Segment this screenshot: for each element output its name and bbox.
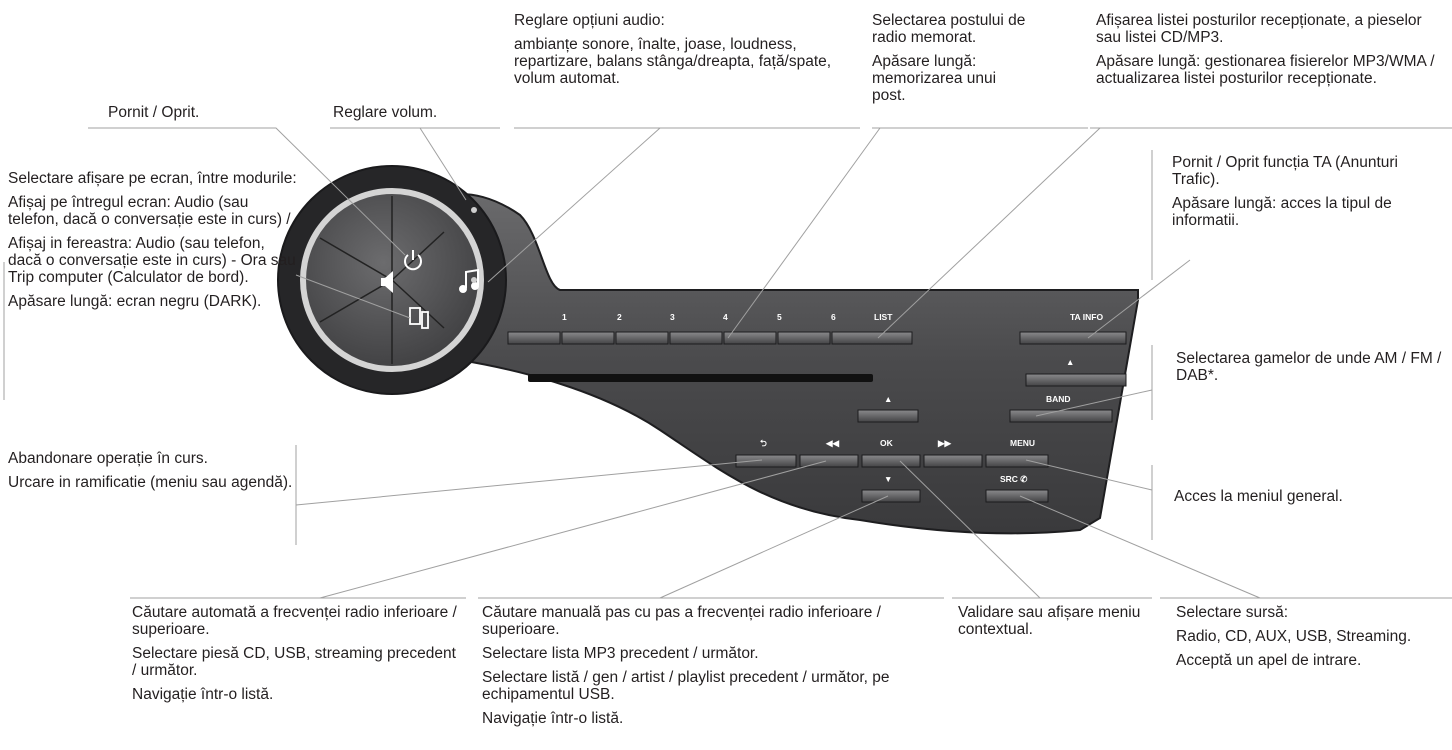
callout-presets: Selectarea postului de radio memorat. Ap…: [872, 12, 1032, 104]
callout-display: Selectare afișare pe ecran, între moduri…: [8, 170, 298, 310]
next-button: [923, 454, 983, 468]
back-button: [735, 454, 797, 468]
preset-row: [507, 331, 1127, 345]
callout-display-window: Afișaj in fereastra: Audio (sau telefon,…: [8, 235, 296, 286]
callout-display-title: Selectare afișare pe ecran, între moduri…: [8, 170, 297, 187]
callout-audio-title: Reglare opțiuni audio:: [514, 12, 665, 29]
preset-button-3: [615, 331, 669, 345]
down-label: ▼: [884, 474, 892, 484]
callout-manual: Căutare manuală pas cu pas a frecvenței …: [482, 604, 938, 727]
ok-button: [861, 454, 921, 468]
src-label: SRC ✆: [1000, 474, 1028, 484]
callout-source-call: Acceptă un apel de intrare.: [1176, 652, 1362, 669]
callout-seek: Căutare automată a frecvenței radio infe…: [132, 604, 462, 703]
callout-back-up: Urcare in ramificatie (meniu sau agendă)…: [8, 474, 293, 491]
preset-button-1: [507, 331, 561, 345]
preset-label-2: 2: [617, 312, 622, 322]
menu-label: MENU: [1010, 438, 1035, 448]
callout-menu-text: Acces la meniul general.: [1174, 488, 1343, 505]
callout-manual-usb: Selectare listă / gen / artist / playlis…: [482, 669, 890, 703]
cd-slot: [528, 374, 873, 382]
ta-info-label: TA INFO: [1070, 312, 1103, 322]
callout-ok: Validare sau afișare meniu contextual.: [958, 604, 1148, 638]
callout-band-text: Selectarea gamelor de unde AM / FM / DAB…: [1176, 350, 1442, 384]
callout-ta: Pornit / Oprit funcția TA (Anunturi Traf…: [1172, 154, 1448, 229]
callout-back-text: Abandonare operație în curs.: [8, 450, 208, 467]
music-note-icon: [459, 268, 479, 293]
callout-list-long: Apăsare lungă: gestionarea fisierelor MP…: [1096, 53, 1435, 87]
next-label: ▶▶: [937, 438, 953, 448]
band-label: BAND: [1046, 394, 1071, 404]
speaker-mute-icon: [381, 271, 393, 293]
prev-label: ◀◀: [825, 438, 841, 448]
up-button: [857, 409, 919, 423]
callout-manual-text: Căutare manuală pas cu pas a frecvenței …: [482, 604, 881, 638]
callout-back: Abandonare operație în curs. Urcare in r…: [8, 450, 293, 491]
callout-manual-mp3: Selectare lista MP3 precedent / următor.: [482, 645, 759, 662]
callout-source-list: Radio, CD, AUX, USB, Streaming.: [1176, 628, 1412, 645]
preset-label-1: 1: [562, 312, 567, 322]
preset-label-3: 3: [670, 312, 675, 322]
callout-audio-text: ambianțe sonore, înalte, joase, loudness…: [514, 36, 832, 87]
preset-button-6: [777, 331, 831, 345]
preset-label-5: 5: [777, 312, 782, 322]
display-mode-icon: [409, 307, 429, 329]
callout-display-full: Afișaj pe întregul ecran: Audio (sau tel…: [8, 194, 291, 228]
callout-list: Afișarea listei posturilor recepționate,…: [1096, 12, 1448, 87]
callout-ta-text: Pornit / Oprit funcția TA (Anunturi Traf…: [1172, 154, 1398, 188]
callout-volume: Reglare volum.: [333, 104, 503, 121]
callout-ok-text: Validare sau afișare meniu contextual.: [958, 604, 1141, 638]
preset-label-4: 4: [723, 312, 728, 322]
callout-seek-nav: Navigație într-o listă.: [132, 686, 274, 703]
callout-power: Pornit / Oprit.: [108, 104, 278, 121]
back-label: ⮌: [760, 438, 767, 448]
preset-button-5: [723, 331, 777, 345]
preset-button-4: [669, 331, 723, 345]
callout-power-text: Pornit / Oprit.: [108, 104, 200, 121]
ta-info-button: [1019, 331, 1127, 345]
callout-source: Selectare sursă: Radio, CD, AUX, USB, St…: [1176, 604, 1448, 669]
callout-presets-text: Selectarea postului de radio memorat.: [872, 12, 1026, 46]
callout-presets-long: Apăsare lungă: memorizarea unui post.: [872, 53, 997, 104]
callout-seek-text: Căutare automată a frecvenței radio infe…: [132, 604, 457, 638]
ok-label: OK: [880, 438, 894, 448]
callout-display-long: Apăsare lungă: ecran negru (DARK).: [8, 293, 262, 310]
leader-lines: [3, 127, 1452, 599]
callout-list-text: Afișarea listei posturilor recepționate,…: [1096, 12, 1422, 46]
callout-seek-track: Selectare piesă CD, USB, streaming prece…: [132, 645, 456, 679]
callout-band: Selectarea gamelor de unde AM / FM / DAB…: [1176, 350, 1448, 384]
down-button: [861, 489, 921, 503]
callout-volume-text: Reglare volum.: [333, 104, 438, 121]
callout-ta-long: Apăsare lungă: acces la tipul de informa…: [1172, 195, 1392, 229]
menu-button: [985, 454, 1049, 468]
up-label: ▲: [884, 394, 892, 404]
callout-audio: Reglare opțiuni audio: ambianțe sonore, …: [514, 12, 854, 87]
callout-menu: Acces la meniul general.: [1174, 488, 1448, 505]
list-button: [831, 331, 913, 345]
band-button: [1009, 409, 1113, 423]
callout-manual-nav: Navigație într-o listă.: [482, 710, 624, 727]
src-button: [985, 489, 1049, 503]
eject-button: [1025, 373, 1127, 387]
list-label: LIST: [874, 312, 893, 322]
preset-label-6: 6: [831, 312, 836, 322]
eject-label: ▲: [1066, 357, 1074, 367]
preset-button-2: [561, 331, 615, 345]
callout-source-title: Selectare sursă:: [1176, 604, 1288, 621]
power-icon: [404, 250, 422, 271]
